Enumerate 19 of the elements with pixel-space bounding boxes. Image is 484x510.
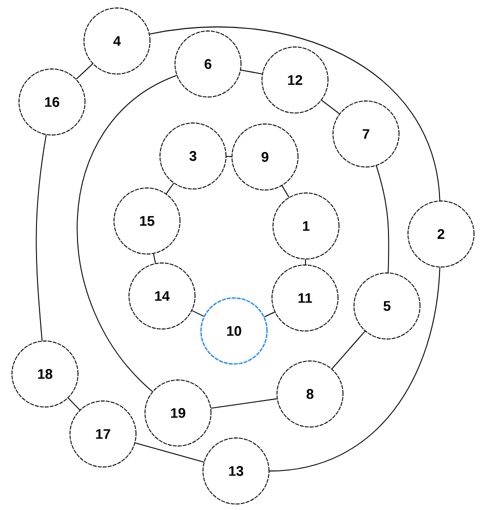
connector-line — [76, 63, 94, 80]
connector-line — [269, 266, 440, 472]
connector-line — [134, 442, 204, 462]
connector-line — [332, 330, 366, 370]
connector-line — [36, 134, 47, 342]
connector-line — [226, 156, 232, 157]
connector-line — [76, 74, 178, 392]
connector-line — [305, 259, 306, 265]
connector-line — [321, 100, 340, 114]
connector-line — [149, 26, 440, 202]
connector-line — [210, 398, 278, 409]
connector-line — [166, 182, 174, 194]
connector-line — [282, 185, 290, 198]
connector-line — [192, 310, 204, 317]
connector-line — [240, 70, 263, 74]
connector-line — [376, 165, 390, 274]
connector-line — [264, 312, 276, 318]
connector-line — [153, 253, 156, 264]
connector-line — [68, 398, 80, 410]
